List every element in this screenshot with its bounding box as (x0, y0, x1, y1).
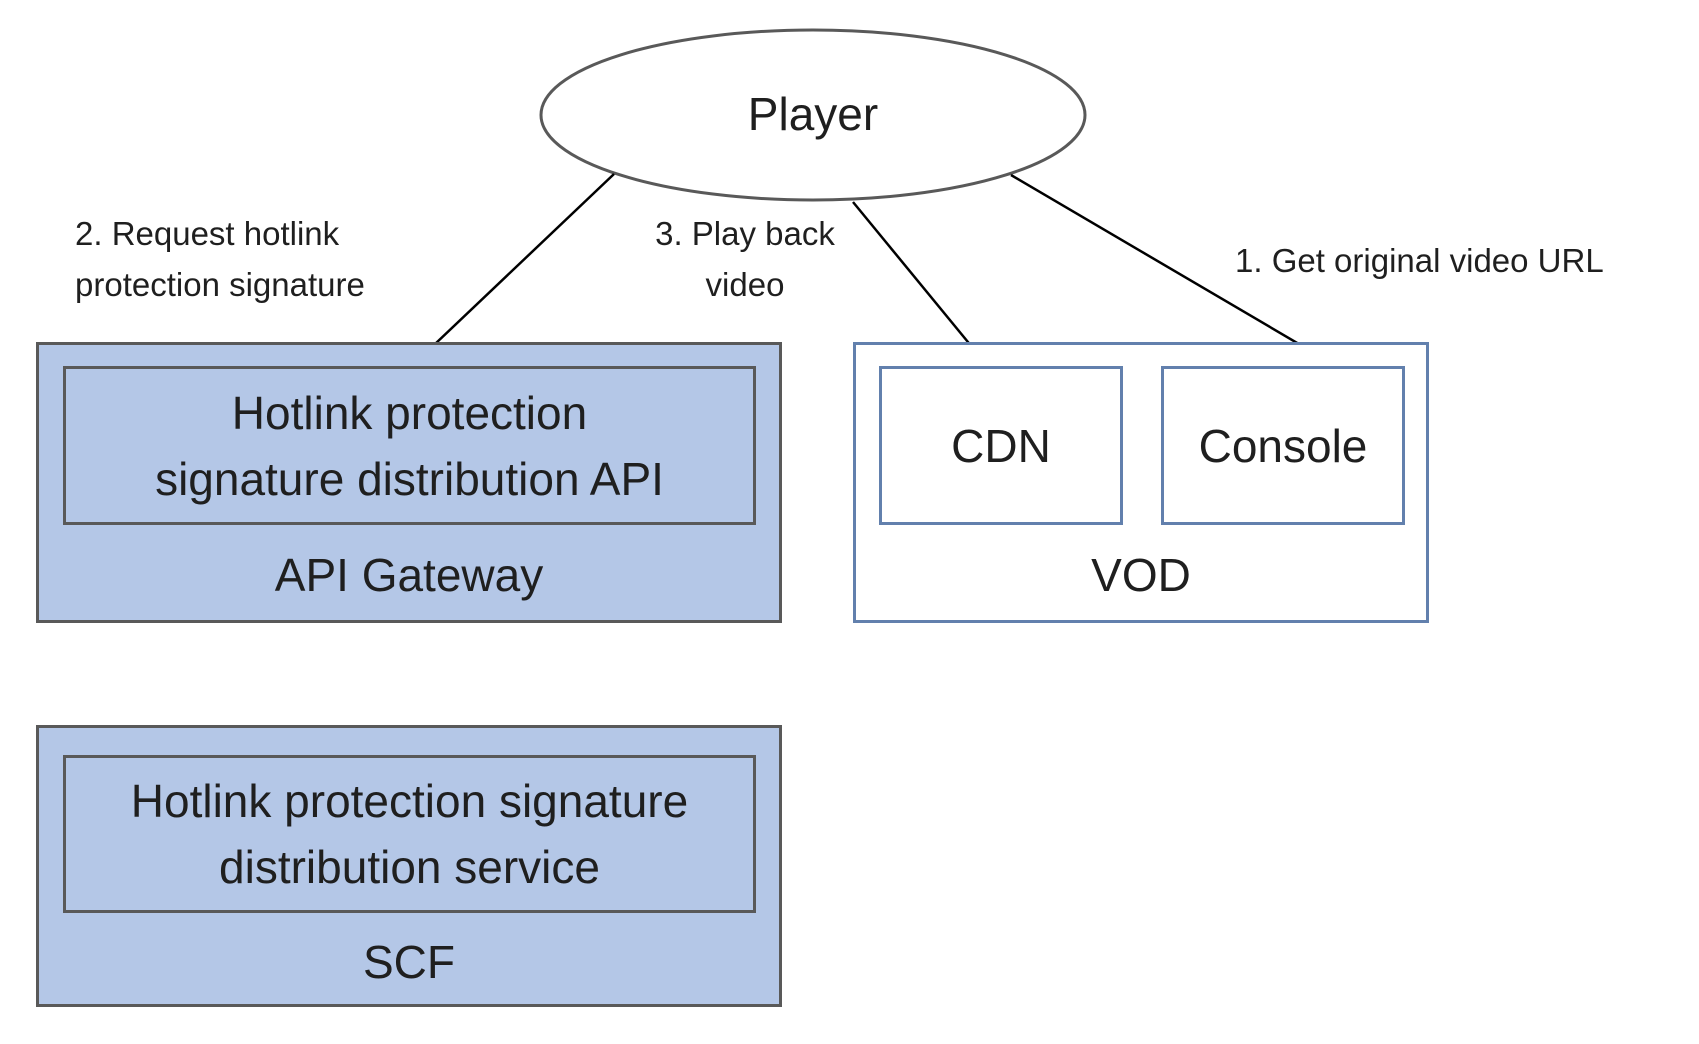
edge-request-signature (412, 173, 615, 366)
edge-label-play-back-video: 3. Play back video (655, 215, 835, 303)
signature-distribution-service-node: Hotlink protection signature distributio… (63, 755, 756, 913)
edge-label-request-signature: 2. Request hotlink protection signature (75, 215, 365, 303)
scf-label: SCF (363, 936, 455, 988)
signature-distribution-api-node: Hotlink protection signature distributio… (63, 366, 756, 525)
console-node: Console (1161, 366, 1405, 525)
edge-play-back-video (852, 201, 988, 366)
api-gateway-label: API Gateway (274, 549, 544, 601)
player-label: Player (747, 88, 879, 140)
vod-label: VOD (1091, 549, 1191, 601)
edge-label-get-original-url: 1. Get original video URL (1235, 242, 1604, 279)
cdn-node: CDN (879, 366, 1123, 525)
